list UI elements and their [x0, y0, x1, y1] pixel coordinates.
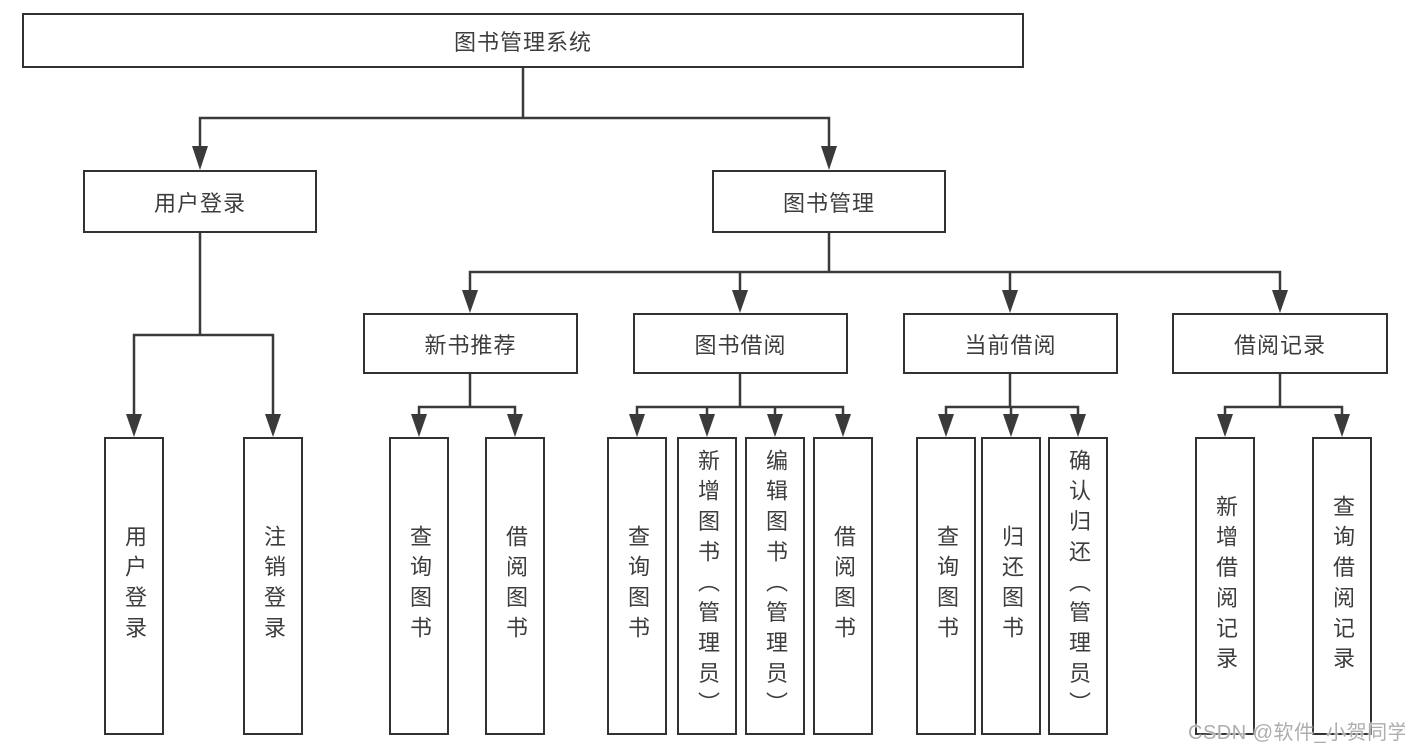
node-library-management-system: 图书管理系统 [22, 13, 1024, 68]
node-label: 查询图书 [934, 525, 959, 647]
node-current-confirm-return-admin: 确认归还（管理员） [1048, 437, 1108, 735]
node-label: 查询图书 [625, 525, 650, 647]
node-label: 新增图书（管理员） [695, 449, 720, 723]
node-current-return-books: 归还图书 [981, 437, 1041, 735]
node-label: 借阅图书 [503, 525, 528, 647]
node-label: 查询图书 [407, 525, 432, 647]
node-label: 图书管理系统 [453, 29, 592, 55]
node-label: 图书借阅 [694, 332, 787, 358]
node-label: 注销登录 [261, 525, 286, 647]
node-label: 归还图书 [999, 525, 1024, 647]
node-label: 用户登录 [153, 190, 246, 216]
node-leaf-user-login: 用户登录 [104, 437, 164, 735]
node-label: 查询借阅记录 [1330, 494, 1355, 678]
node-label: 确认归还（管理员） [1066, 449, 1091, 723]
node-new-book-recommend: 新书推荐 [363, 313, 578, 374]
node-current-borrowing: 当前借阅 [903, 313, 1118, 374]
node-borrowing-borrow-books: 借阅图书 [813, 437, 873, 735]
node-user-login: 用户登录 [83, 170, 317, 233]
node-borrowing-edit-books-admin: 编辑图书（管理员） [745, 437, 805, 735]
node-label: 当前借阅 [964, 332, 1057, 358]
node-label: 编辑图书（管理员） [763, 449, 788, 723]
node-book-management: 图书管理 [712, 170, 946, 233]
node-borrowing-records: 借阅记录 [1172, 313, 1388, 374]
node-label: 用户登录 [122, 525, 147, 647]
csdn-watermark: CSDN @软件_小贺同学 [1188, 722, 1405, 744]
node-records-add-record: 新增借阅记录 [1195, 437, 1255, 735]
node-newbooks-borrow-books: 借阅图书 [485, 437, 545, 735]
node-book-borrowing: 图书借阅 [633, 313, 848, 374]
node-borrowing-query-books: 查询图书 [607, 437, 667, 735]
node-label: 新增借阅记录 [1213, 494, 1238, 678]
node-current-query-books: 查询图书 [916, 437, 976, 735]
node-records-query-record: 查询借阅记录 [1312, 437, 1372, 735]
node-label: 新书推荐 [424, 332, 517, 358]
node-newbooks-query-books: 查询图书 [389, 437, 449, 735]
arrowheads [126, 146, 1350, 437]
node-label: 图书管理 [782, 190, 875, 216]
node-leaf-logout: 注销登录 [243, 437, 303, 735]
node-label: 借阅图书 [831, 525, 856, 647]
node-borrowing-add-books-admin: 新增图书（管理员） [677, 437, 737, 735]
node-label: 借阅记录 [1233, 332, 1326, 358]
